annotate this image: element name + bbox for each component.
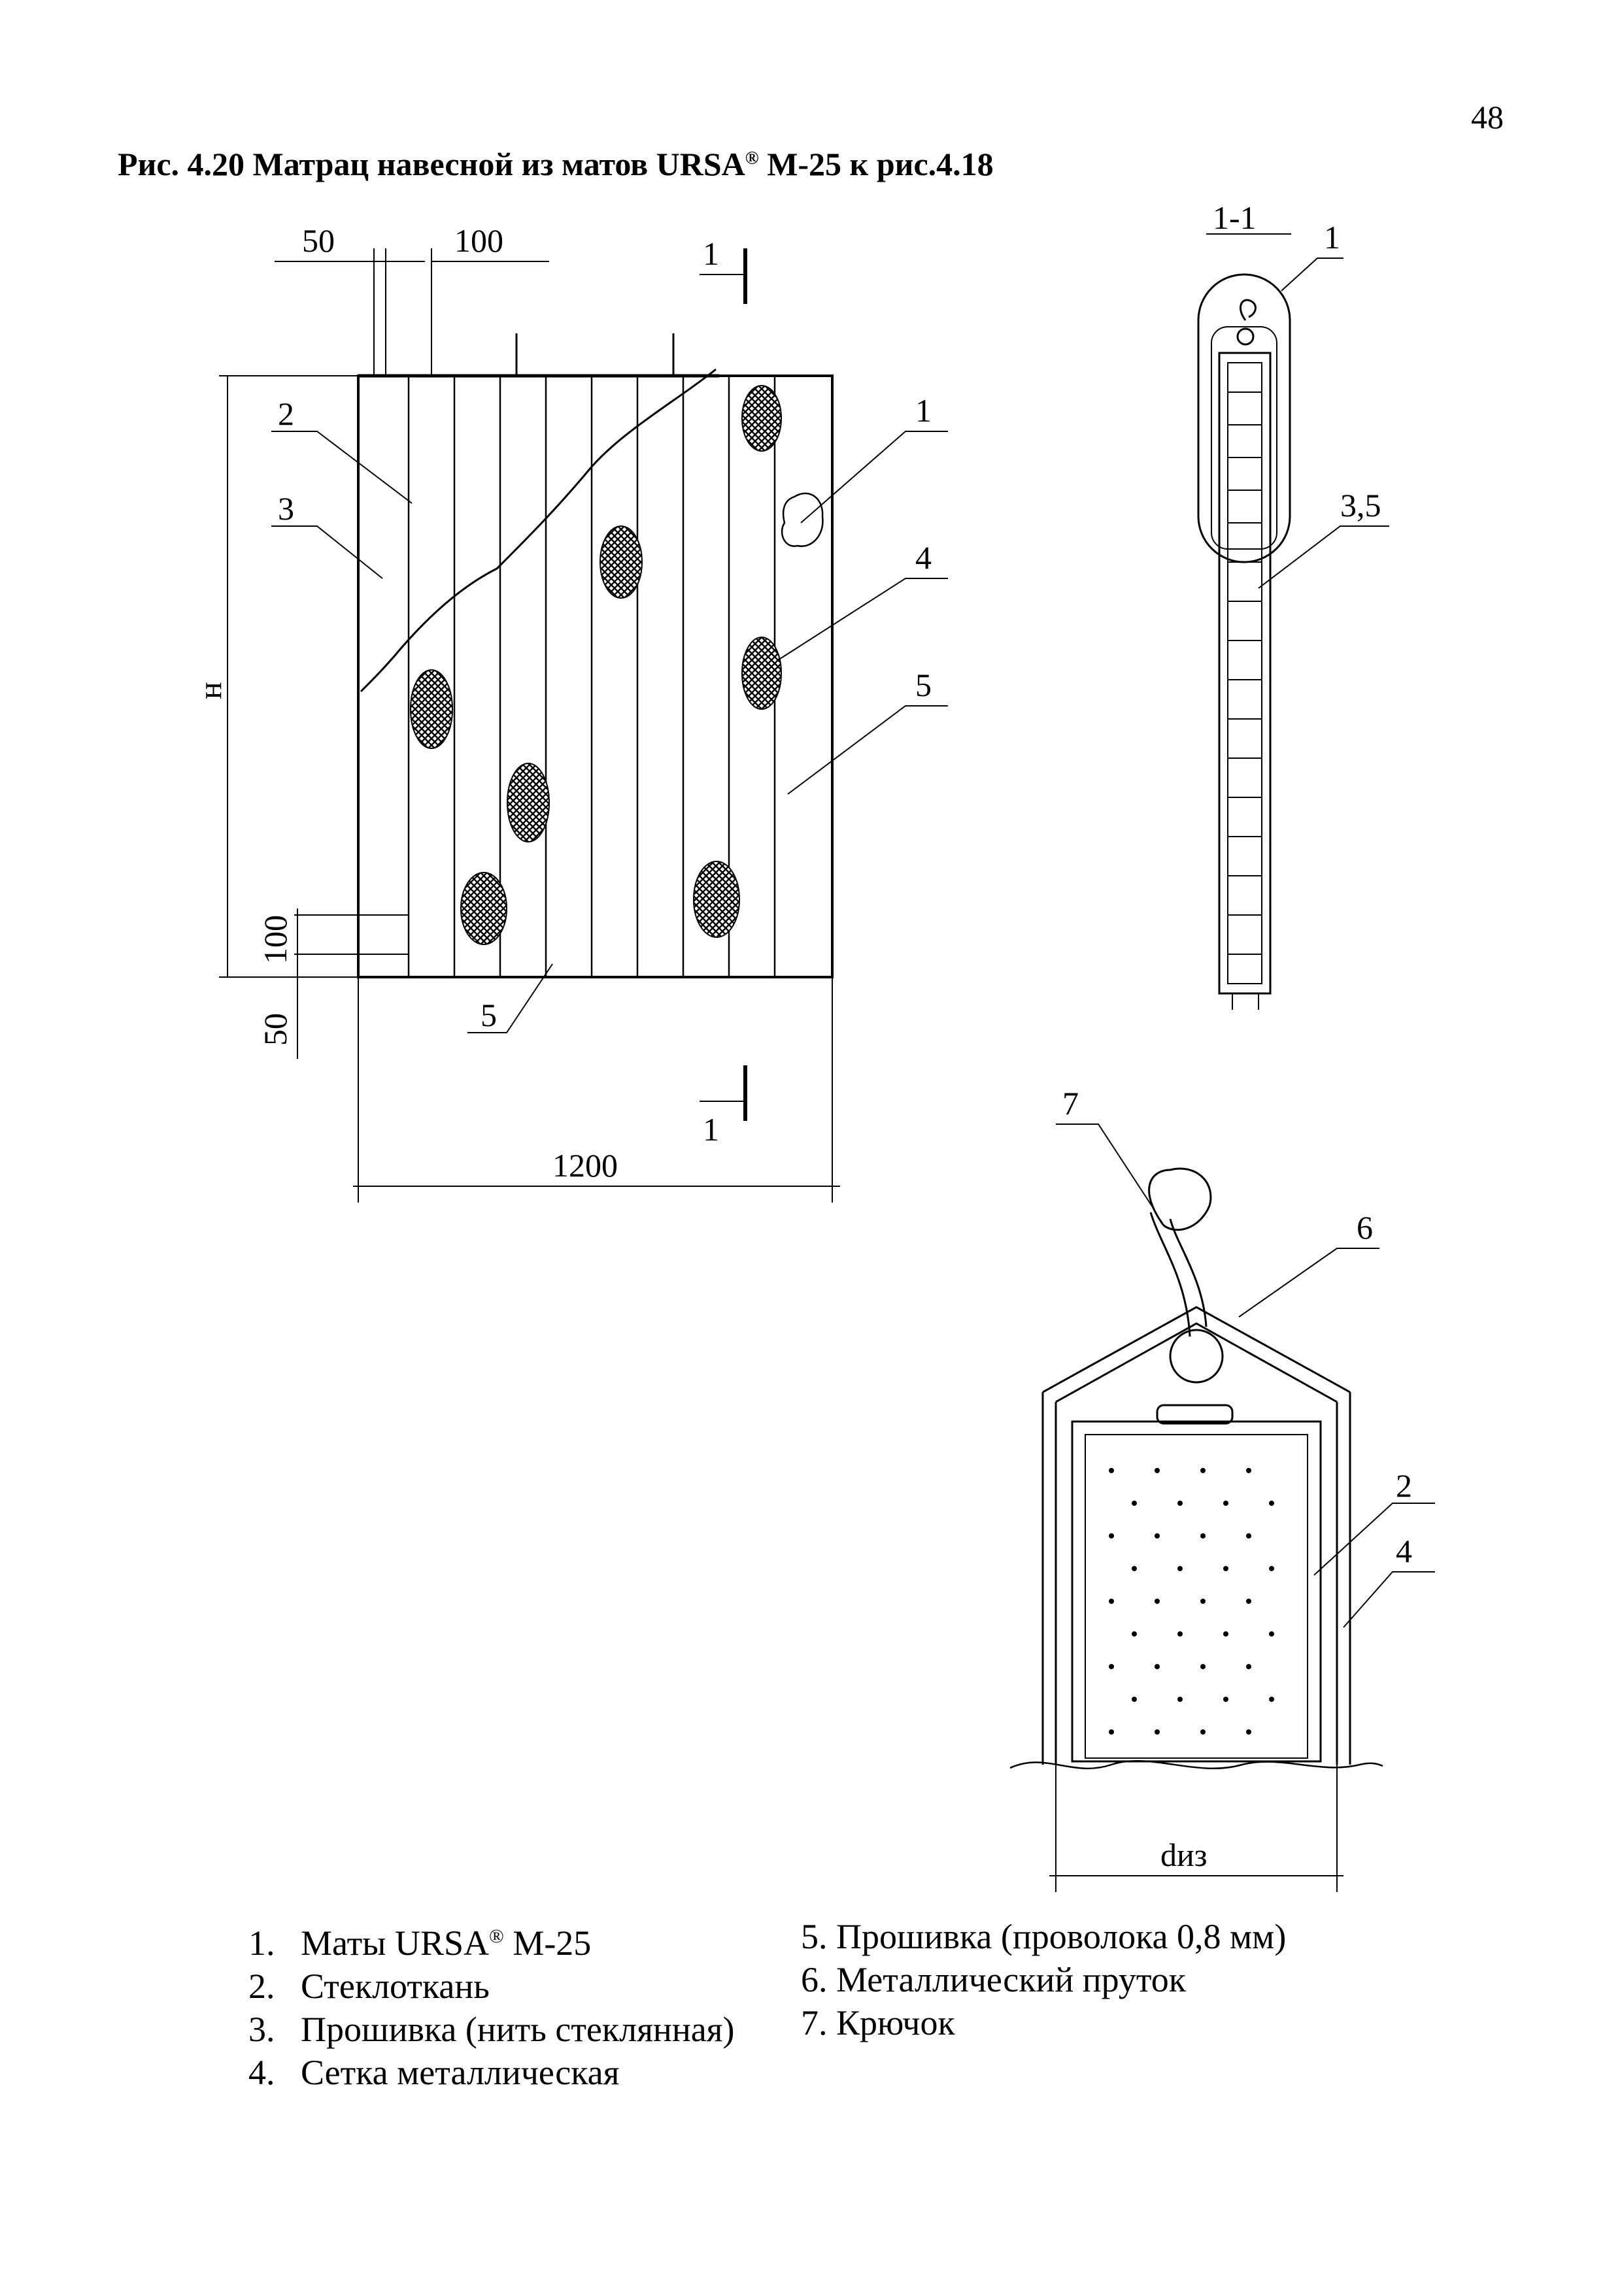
front-view-labels: 50 100 1 2 3 1 4 5 5 1 1200 н 100 50 <box>192 222 932 1184</box>
legend-num: 3. <box>248 2010 275 2049</box>
dim-100-top: 100 <box>454 222 503 259</box>
legend-num: 4. <box>248 2053 275 2092</box>
legend-right: 5. Прошивка (проволока 0,8 мм) 6. Металл… <box>801 1915 1286 2044</box>
callout-4: 4 <box>915 539 932 576</box>
legend-item-6: 6. Металлический пруток <box>801 1960 1187 1999</box>
metal-mesh-patches <box>410 385 782 945</box>
hook <box>1148 1167 1212 1231</box>
section-callout-1: 1 <box>1324 219 1340 256</box>
title-suffix: М-25 к рис.4.18 <box>758 146 994 182</box>
registered-mark: ® <box>745 148 759 169</box>
legend-sup: ® <box>489 1925 504 1947</box>
dim-50-left: 50 <box>257 1013 294 1046</box>
legend-num: 1. <box>248 1923 275 1963</box>
section-view <box>1197 233 1389 1010</box>
section-view-labels: 1-1 1 3,5 <box>1213 199 1381 524</box>
end-callout-4: 4 <box>1396 1533 1412 1569</box>
legend-text: Стеклоткань <box>301 1967 490 2006</box>
section-callout-35: 3,5 <box>1340 487 1381 524</box>
legend-left: 1. Маты URSA® М-25 2. Стеклоткань 3. Прошив… <box>248 1915 735 2094</box>
section-label: 1-1 <box>1213 199 1257 236</box>
section-body <box>1218 352 1272 995</box>
legend-item-2: 2. Стеклоткань <box>248 1965 735 2008</box>
fill-dots <box>1109 1468 1274 1735</box>
legend-item-4: 4. Сетка металлическая <box>248 2051 735 2094</box>
dim-d-iz: dиз <box>1160 1837 1208 1873</box>
legend-num: 2. <box>248 1967 275 2006</box>
callout-2: 2 <box>278 395 294 432</box>
end-callout-6: 6 <box>1357 1209 1373 1246</box>
legend-item-3: 3. Прошивка (нить стеклянная) <box>248 2008 735 2051</box>
section-mark-bottom: 1 <box>703 1111 719 1148</box>
end-callout-7: 7 <box>1062 1085 1079 1122</box>
front-view <box>219 248 948 1203</box>
legend-text: Прошивка (нить стеклянная) <box>301 2010 735 2049</box>
callout-3: 3 <box>278 490 294 527</box>
dim-1200: 1200 <box>552 1147 618 1184</box>
legend-item-5: 5. Прошивка (проволока 0,8 мм) <box>801 1917 1287 1956</box>
legend-tail: М-25 <box>503 1923 592 1963</box>
legend-text: Маты URSA <box>301 1923 490 1963</box>
callout-5-right: 5 <box>915 667 932 703</box>
end-callout-2: 2 <box>1396 1467 1412 1504</box>
legend-item-1: 1. Маты URSA® М-25 <box>248 1915 735 1965</box>
legend-item-7: 7. Крючок <box>801 2003 955 2042</box>
page-number: 48 <box>1471 99 1504 135</box>
callout-1: 1 <box>915 392 932 429</box>
dim-100-left: 100 <box>257 915 294 964</box>
section-mark-top: 1 <box>703 235 719 272</box>
end-view-labels: 7 6 2 4 dиз <box>1062 1085 1412 1873</box>
end-view <box>1009 1123 1435 1892</box>
legend-text: Сетка металлическая <box>301 2053 620 2092</box>
title-main: Рис. 4.20 Матрац навесной из матов URSA <box>118 146 745 182</box>
torn-cover-edge <box>360 368 717 693</box>
dim-50-top: 50 <box>302 222 335 259</box>
inner-mat <box>1071 1420 1322 1763</box>
callout-5-bottom: 5 <box>481 997 497 1033</box>
figure-title: Рис. 4.20 Матрац навесной из матов URSA®… <box>118 145 994 183</box>
dim-h: н <box>192 682 228 699</box>
